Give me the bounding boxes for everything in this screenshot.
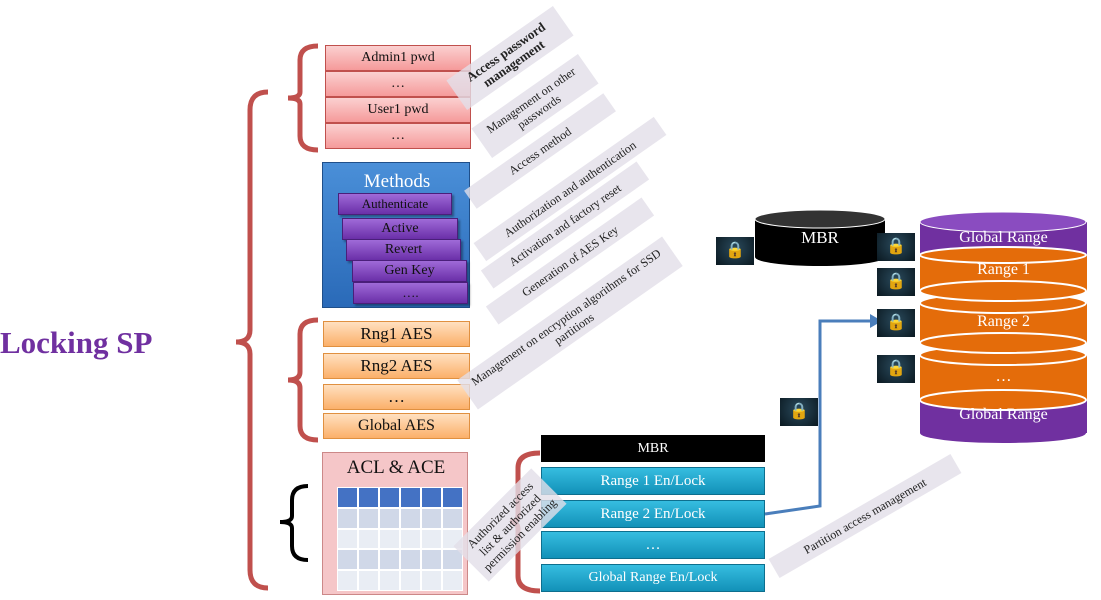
acl-brace	[279, 484, 309, 562]
range-ellipsis: …	[541, 531, 765, 559]
acl-box: ACL & ACE	[322, 452, 468, 595]
password-user1: User1 pwd	[325, 97, 471, 123]
acl-cell	[422, 550, 441, 570]
acl-table	[337, 487, 463, 591]
method-authenticate: Authenticate	[338, 193, 452, 215]
lock-icon: 🔒	[716, 237, 754, 265]
range2-enlock: Range 2 En/Lock	[541, 500, 765, 528]
acl-cell	[359, 550, 378, 570]
disk-global-range-top: Global Range	[959, 229, 1048, 246]
arrow-head	[870, 314, 882, 328]
aes-bracket	[287, 317, 319, 443]
aes-rng1: Rng1 AES	[323, 321, 470, 347]
disk-range2: Range 2	[977, 313, 1030, 330]
aes-ellipsis: …	[323, 384, 470, 410]
lock-icon: 🔒	[877, 309, 915, 337]
disk-stack	[919, 211, 1087, 443]
disk-range1: Range 1	[977, 261, 1030, 278]
acl-cell	[443, 488, 462, 507]
acl-cell	[380, 571, 399, 590]
aes-rng2: Rng2 AES	[323, 353, 470, 379]
acl-cell	[359, 508, 378, 528]
acl-title: ACL & ACE	[346, 457, 446, 478]
acl-cell	[380, 508, 399, 528]
method-revert: Revert	[346, 239, 461, 261]
acl-cell	[443, 571, 462, 590]
main-bracket	[235, 89, 269, 591]
global-range-enlock: Global Range En/Lock	[541, 564, 765, 592]
range2-arrow	[764, 319, 870, 516]
password-ellipsis: …	[325, 123, 471, 149]
acl-cell	[359, 488, 378, 507]
password-bracket	[287, 43, 319, 153]
acl-cell	[338, 571, 357, 590]
mbr-cylinder	[754, 209, 886, 266]
lock-icon: 🔒	[877, 233, 915, 261]
acl-cell	[359, 529, 378, 549]
lock-icon: 🔒	[877, 355, 915, 383]
lock-icon: 🔒	[877, 268, 915, 296]
acl-cell	[338, 529, 357, 549]
acl-cell	[422, 508, 441, 528]
methods-box: Methods Authenticate Active Revert Gen K…	[322, 162, 470, 308]
acl-cell	[422, 488, 441, 507]
acl-cell	[401, 529, 420, 549]
range-table-mbr: MBR	[541, 435, 765, 462]
method-more: ….	[353, 282, 468, 304]
acl-cell	[401, 550, 420, 570]
disk-global-range-bottom: Global Range	[959, 406, 1048, 423]
method-active: Active	[342, 218, 458, 240]
method-gen-key: Gen Key	[352, 260, 467, 282]
acl-cell	[380, 529, 399, 549]
aes-global: Global AES	[323, 413, 470, 439]
methods-title: Methods	[363, 171, 431, 192]
acl-cell	[443, 508, 462, 528]
locking-sp-title: Locking SP	[0, 325, 153, 360]
acl-cell	[401, 571, 420, 590]
acl-cell	[338, 550, 357, 570]
acl-cell	[401, 488, 420, 507]
acl-cell	[359, 571, 378, 590]
disk-ellipsis: …	[995, 368, 1012, 385]
acl-cell	[401, 508, 420, 528]
password-admin1: Admin1 pwd	[325, 45, 471, 71]
acl-cell	[422, 571, 441, 590]
acl-cell	[380, 550, 399, 570]
acl-cell	[338, 508, 357, 528]
password-ellipsis: …	[325, 71, 471, 97]
range1-enlock: Range 1 En/Lock	[541, 467, 765, 495]
lock-icon: 🔒	[780, 398, 818, 426]
acl-cell	[443, 550, 462, 570]
acl-cell	[380, 488, 399, 507]
acl-cell	[338, 488, 357, 507]
acl-cell	[422, 529, 441, 549]
disk-mbr-label: MBR	[801, 228, 839, 247]
